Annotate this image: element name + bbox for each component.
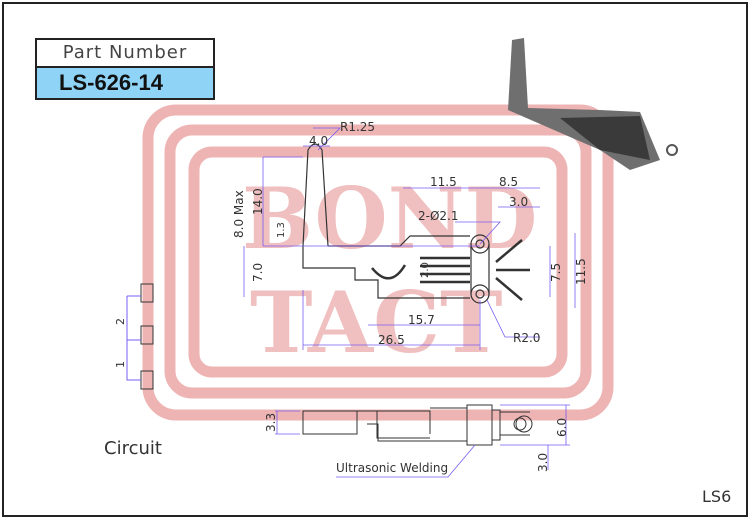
dim-height-1-3: 1.3 [276, 222, 287, 238]
circuit-pin-1-label: 1 [114, 361, 127, 368]
circuit-pin-2-label: 2 [114, 318, 127, 325]
watermark [142, 104, 614, 421]
dim-11-5-top: 11.5 [430, 175, 457, 189]
part-number-box: Part Number LS-626-14 [35, 38, 215, 100]
dim-11-5-right: 11.5 [574, 258, 588, 285]
dim-15-7: 15.7 [408, 313, 435, 327]
watermark-text-tact: TACT [250, 273, 502, 372]
dim-hole-diameter: 2-Ø2.1 [418, 209, 459, 223]
circuit-title: Circuit [104, 438, 162, 459]
dim-6-0: 6.0 [555, 418, 569, 437]
dim-3-0-bottom: 3.0 [536, 453, 550, 472]
dim-8-5: 8.5 [499, 175, 518, 189]
dim-3-3: 3.3 [264, 413, 278, 432]
dimension-lines [243, 127, 576, 350]
footer-code: LS6 [702, 487, 731, 506]
dim-7-5: 7.5 [549, 263, 563, 282]
terminal-side-view [302, 404, 533, 446]
dim-26-5: 26.5 [378, 333, 405, 347]
circuit-diagram [126, 283, 154, 390]
watermark-text-bond: BOND [242, 169, 537, 268]
dim-2-0-center: 2.0 [420, 262, 431, 278]
side-view-dims [275, 404, 570, 478]
product-3d-render [508, 38, 678, 170]
part-number-value: LS-626-14 [37, 68, 213, 98]
dim-r2-0: R2.0 [513, 331, 540, 345]
dim-height-14: 14.0 [251, 188, 265, 215]
ultrasonic-welding-callout: Ultrasonic Welding [336, 461, 448, 475]
dim-height-7: 7.0 [251, 263, 265, 282]
dim-r125: R1.25 [340, 120, 375, 134]
dim-3-0-top: 3.0 [509, 195, 528, 209]
part-number-header: Part Number [37, 40, 213, 68]
dim-height-8max: 8.0 Max [232, 190, 246, 238]
dim-width-4: 4.0 [309, 134, 328, 148]
